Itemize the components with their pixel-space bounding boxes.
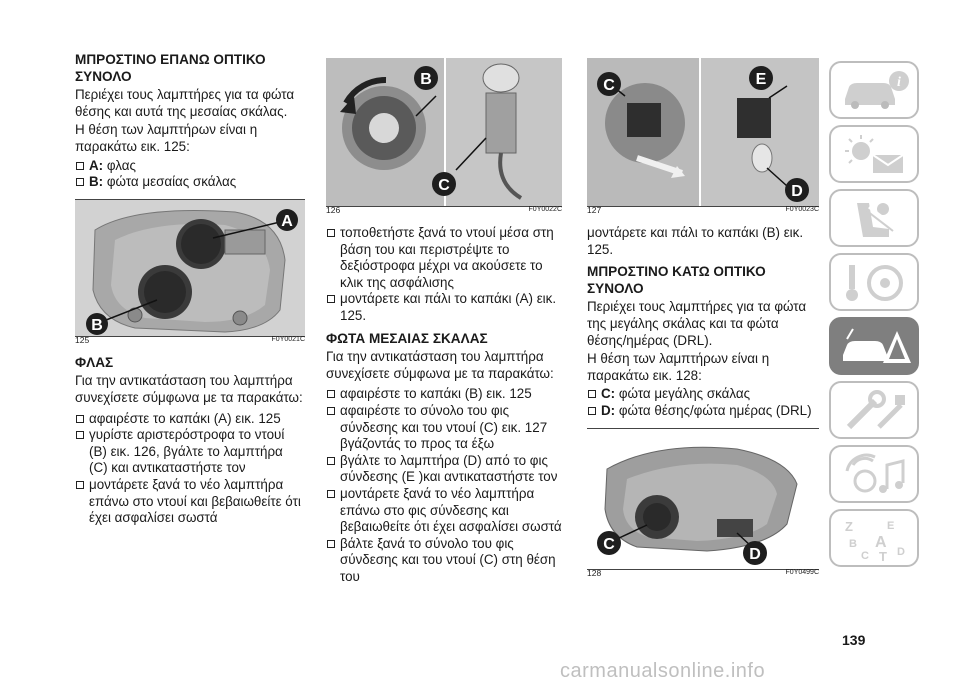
column-3: C E D 127 F0Y0023C μοντάρετε και πάλι το… bbox=[587, 58, 819, 584]
figure-number: 128 bbox=[587, 567, 602, 578]
tab-starting-driving[interactable] bbox=[829, 253, 919, 311]
list-item: βγάλτε το λαμπτήρα (D) από το φις σύνδεσ… bbox=[326, 453, 562, 486]
heading-low-beam: ΦΩΤΑ ΜΕΣΑΙΑΣ ΣΚΑΛΑΣ bbox=[326, 330, 488, 346]
tab-emergency[interactable] bbox=[829, 317, 919, 375]
column-1: ΜΠΡΟΣΤΙΝΟ ΕΠΑΝΩ ΟΠΤΙΚΟ ΣΥΝΟΛΟ Περιέχει τ… bbox=[75, 52, 305, 527]
headlight-lower-illustration: C D bbox=[587, 428, 819, 569]
svg-text:D: D bbox=[897, 546, 905, 558]
list-item: μοντάρετε ξανά το νέο λαμπτήρα επάνω στο… bbox=[326, 486, 562, 536]
heading-indicator: ΦΛΑΣ bbox=[75, 354, 114, 370]
figure-code: F0Y0021C bbox=[271, 336, 305, 344]
list-item: A: φλας bbox=[75, 158, 305, 175]
paragraph: Για την αντικατάσταση του λαμπτήρα συνεχ… bbox=[75, 373, 303, 405]
paragraph: Η θέση των λαμπτήρων είναι η παρακάτω ει… bbox=[587, 351, 770, 383]
list-item: αφαιρέστε το σύνολο του φις σύνδεσης και… bbox=[326, 403, 562, 453]
paragraph: Για την αντικατάσταση του λαμπτήρα συνεχ… bbox=[326, 349, 554, 381]
list-item: τοποθετήστε ξανά το ντουί μέσα στη βάση … bbox=[326, 225, 562, 291]
figure-number: 127 bbox=[587, 205, 602, 216]
svg-text:E: E bbox=[887, 520, 894, 532]
tab-multimedia[interactable] bbox=[829, 445, 919, 503]
list-item: βάλτε ξανά το σύνολο του φις σύνδεσης κα… bbox=[326, 536, 562, 586]
steering-key-icon bbox=[846, 265, 903, 301]
watermark: carmanualsonline.info bbox=[560, 660, 766, 682]
car-info-icon: i bbox=[845, 71, 909, 109]
list-item: μοντάρετε και πάλι το καπάκι (A) εικ. 12… bbox=[326, 291, 562, 324]
tab-index[interactable]: Z E B A C T D bbox=[829, 509, 919, 567]
list-item: γυρίστε αριστερόστροφα το ντουί (B) εικ.… bbox=[75, 427, 305, 477]
figure-125: A B 125 F0Y0021C bbox=[75, 198, 305, 345]
label-c: C bbox=[438, 177, 450, 194]
label-b: B bbox=[91, 317, 103, 334]
headlight-upper-illustration: A B bbox=[75, 199, 305, 336]
list-item: B: φώτα μεσαίας σκάλας bbox=[75, 174, 305, 191]
list-item: D: φώτα θέσης/φώτα ημέρας (DRL) bbox=[587, 403, 819, 420]
label-c: C bbox=[603, 77, 615, 94]
tab-warning-lights[interactable] bbox=[829, 125, 919, 183]
paragraph: Η θέση των λαμπτήρων είναι η παρακάτω ει… bbox=[75, 122, 258, 154]
warning-lights-icon bbox=[845, 135, 904, 173]
label-d: D bbox=[791, 183, 803, 200]
emergency-icon bbox=[843, 328, 911, 363]
label-c: C bbox=[603, 536, 615, 553]
airbag-seat-icon bbox=[857, 203, 896, 237]
connector-illustration: C E D bbox=[587, 58, 819, 206]
multimedia-icon bbox=[845, 453, 905, 493]
label-b: B bbox=[420, 71, 432, 88]
figure-code: F0Y0023C bbox=[785, 206, 819, 214]
svg-text:C: C bbox=[861, 550, 869, 561]
figure-128: C D 128 F0Y0499C bbox=[587, 427, 819, 578]
label-e: E bbox=[756, 71, 767, 88]
tab-safety[interactable] bbox=[829, 189, 919, 247]
figure-number: 126 bbox=[326, 205, 341, 216]
svg-text:T: T bbox=[879, 549, 887, 561]
paragraph: μοντάρετε και πάλι το καπάκι (B) εικ. 12… bbox=[587, 225, 804, 257]
list-item: C: φώτα μεγάλης σκάλας bbox=[587, 386, 819, 403]
paragraph: Περιέχει τους λαμπτήρες για τα φώτα της … bbox=[587, 299, 807, 348]
bulb-holder-illustration: B C bbox=[326, 58, 562, 206]
list-item: αφαιρέστε το καπάκι (A) εικ. 125 bbox=[75, 411, 305, 428]
svg-text:B: B bbox=[849, 538, 857, 550]
page-number: 139 bbox=[842, 632, 866, 648]
figure-code: F0Y0499C bbox=[785, 568, 819, 576]
tab-car-info[interactable]: i bbox=[829, 61, 919, 119]
paragraph: Περιέχει τους λαμπτήρες για τα φώτα θέση… bbox=[75, 87, 295, 119]
list-item: μοντάρετε ξανά το νέο λαμπτήρα επάνω στο… bbox=[75, 477, 305, 527]
figure-number: 125 bbox=[75, 335, 90, 346]
label-d: D bbox=[749, 546, 761, 563]
heading-lower-optical-unit: ΜΠΡΟΣΤΙΝΟ ΚΑΤΩ ΟΠΤΙΚΟ ΣΥΝΟΛΟ bbox=[587, 264, 766, 296]
figure-126: B C 126 F0Y0022C bbox=[326, 58, 562, 215]
section-tabs: i bbox=[829, 61, 925, 573]
svg-text:i: i bbox=[897, 75, 901, 90]
column-2: B C 126 F0Y0022C τοποθετήστε ξανά το ντο… bbox=[326, 58, 562, 585]
label-a: A bbox=[281, 213, 293, 230]
svg-text:Z: Z bbox=[845, 519, 853, 534]
tab-maintenance[interactable] bbox=[829, 381, 919, 439]
index-icon: Z E B A C T D bbox=[845, 519, 905, 561]
figure-127: C E D 127 F0Y0023C bbox=[587, 58, 819, 215]
svg-text:A: A bbox=[875, 534, 887, 551]
heading-upper-optical-unit: ΜΠΡΟΣΤΙΝΟ ΕΠΑΝΩ ΟΠΤΙΚΟ ΣΥΝΟΛΟ bbox=[75, 52, 266, 84]
figure-code: F0Y0022C bbox=[528, 206, 562, 214]
maintenance-icon bbox=[846, 390, 905, 430]
list-item: αφαιρέστε το καπάκι (B) εικ. 125 bbox=[326, 386, 562, 403]
